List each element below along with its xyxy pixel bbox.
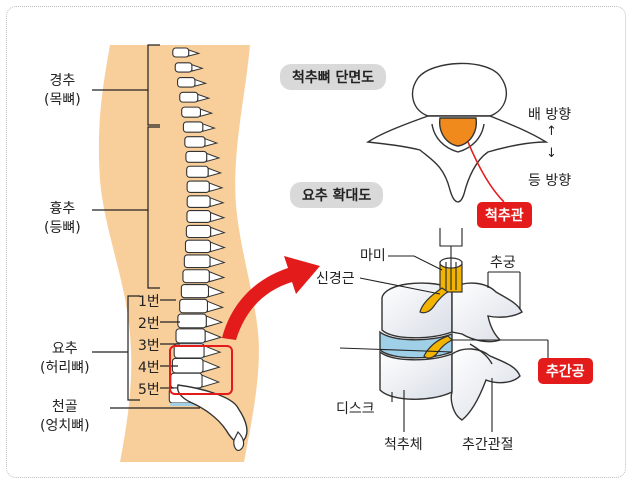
region-brackets [92, 44, 200, 409]
vertebra-process [210, 211, 226, 223]
lumbar-detail-title: 요추 확대도 [290, 182, 384, 208]
vertebra-process [191, 64, 204, 72]
vertebra-process [202, 359, 221, 373]
nerve-roots [419, 287, 454, 359]
ventral-label: 배 방향 [528, 107, 572, 123]
vertebra-process [208, 271, 226, 283]
vertebra [186, 180, 210, 193]
thoracic-label: 흉추 (등뼈) [44, 200, 81, 238]
vertebra [184, 239, 212, 254]
spine-disc [170, 403, 201, 406]
lumbar-name: 요추 [51, 341, 78, 357]
vertebra [182, 121, 204, 133]
vertebra-process [210, 226, 226, 238]
sacrum-alt: (엉치뼈) [40, 418, 90, 434]
vertebra-process [205, 315, 224, 328]
cross-section-vertebra [366, 62, 549, 203]
vertebra-process [204, 137, 219, 147]
highlight-box [169, 345, 233, 395]
vertebra [177, 313, 207, 329]
vertebra [186, 165, 209, 178]
vertebra [184, 136, 206, 148]
nerve-root-label: 신경근 [316, 271, 355, 287]
vertebra-process [209, 197, 225, 208]
body-silhouette [98, 45, 259, 462]
facet-joint-label: 추간관절 [462, 437, 514, 453]
vertebra [174, 62, 193, 73]
vertebra [179, 91, 199, 103]
pointer-arrow [222, 256, 320, 340]
cauda-equina-label: 마미 [360, 248, 386, 264]
thoracic-name: 흉추 [49, 201, 76, 217]
vertebra-process [201, 374, 221, 388]
cauda-equina [439, 257, 463, 293]
canal-leader [467, 141, 505, 203]
down-arrow-icon: ↓ [546, 146, 557, 161]
vertebra [185, 224, 212, 239]
lumbar-number-4: 4번 [138, 360, 160, 376]
vertebra-process [206, 300, 225, 313]
sacrum-label: 천골 (엉치뼈) [40, 398, 90, 436]
vertebra-process [210, 241, 226, 253]
frame-border [6, 6, 626, 478]
cross-section-title: 척추뼈 단면도 [280, 64, 387, 90]
cervical-alt: (목뼈) [44, 92, 81, 108]
vertebra [186, 195, 211, 208]
lumbar-number-5: 5번 [138, 382, 160, 398]
detail-leaders [339, 228, 549, 432]
vertebra-process [188, 49, 201, 57]
up-arrow-icon: ↑ [546, 124, 557, 139]
vertebra [177, 77, 196, 88]
vertebra-process [207, 167, 223, 178]
disc-label: 디스크 [336, 401, 375, 417]
vertebra-process [209, 256, 226, 268]
lumbar-number-3: 3번 [138, 338, 160, 354]
lumbar-number-1: 1번 [138, 294, 160, 310]
vertebra-process [208, 182, 224, 193]
vertebra-process [203, 344, 222, 358]
cervical-name: 경추 [49, 73, 76, 89]
vertebra [179, 298, 209, 314]
vertebra-process [204, 330, 223, 343]
vertebra-process [206, 152, 221, 162]
lumbar-label: 요추 (허리뼈) [40, 340, 90, 378]
vertebral-arch-label: 추궁 [490, 255, 516, 271]
dorsal-label: 등 방향 [528, 173, 572, 189]
vertebra [186, 210, 212, 224]
vertebra-process [199, 108, 214, 117]
vertebra-process [208, 285, 225, 298]
thoracic-alt: (등뼈) [44, 220, 81, 236]
vertebra [180, 283, 210, 299]
vertebra [172, 47, 190, 58]
coccyx-bone [233, 430, 245, 451]
vertebra [182, 269, 210, 284]
vertebra [181, 106, 202, 118]
foramen-tag: 추간공 [538, 358, 593, 384]
vertebral-body-label: 척추체 [384, 437, 423, 453]
vertebra-process [197, 93, 211, 102]
vertebra [183, 254, 211, 269]
vertebra-process [194, 78, 208, 87]
spinal-canal-tag: 척추관 [477, 202, 532, 228]
vertebra-process [202, 123, 217, 132]
lumbar-number-2: 2번 [138, 316, 160, 332]
vertebra [185, 150, 208, 163]
lumbar-alt: (허리뼈) [40, 360, 90, 376]
vertebra [175, 328, 206, 344]
cervical-label: 경추 (목뼈) [44, 72, 81, 110]
sacrum-name: 천골 [51, 399, 78, 415]
